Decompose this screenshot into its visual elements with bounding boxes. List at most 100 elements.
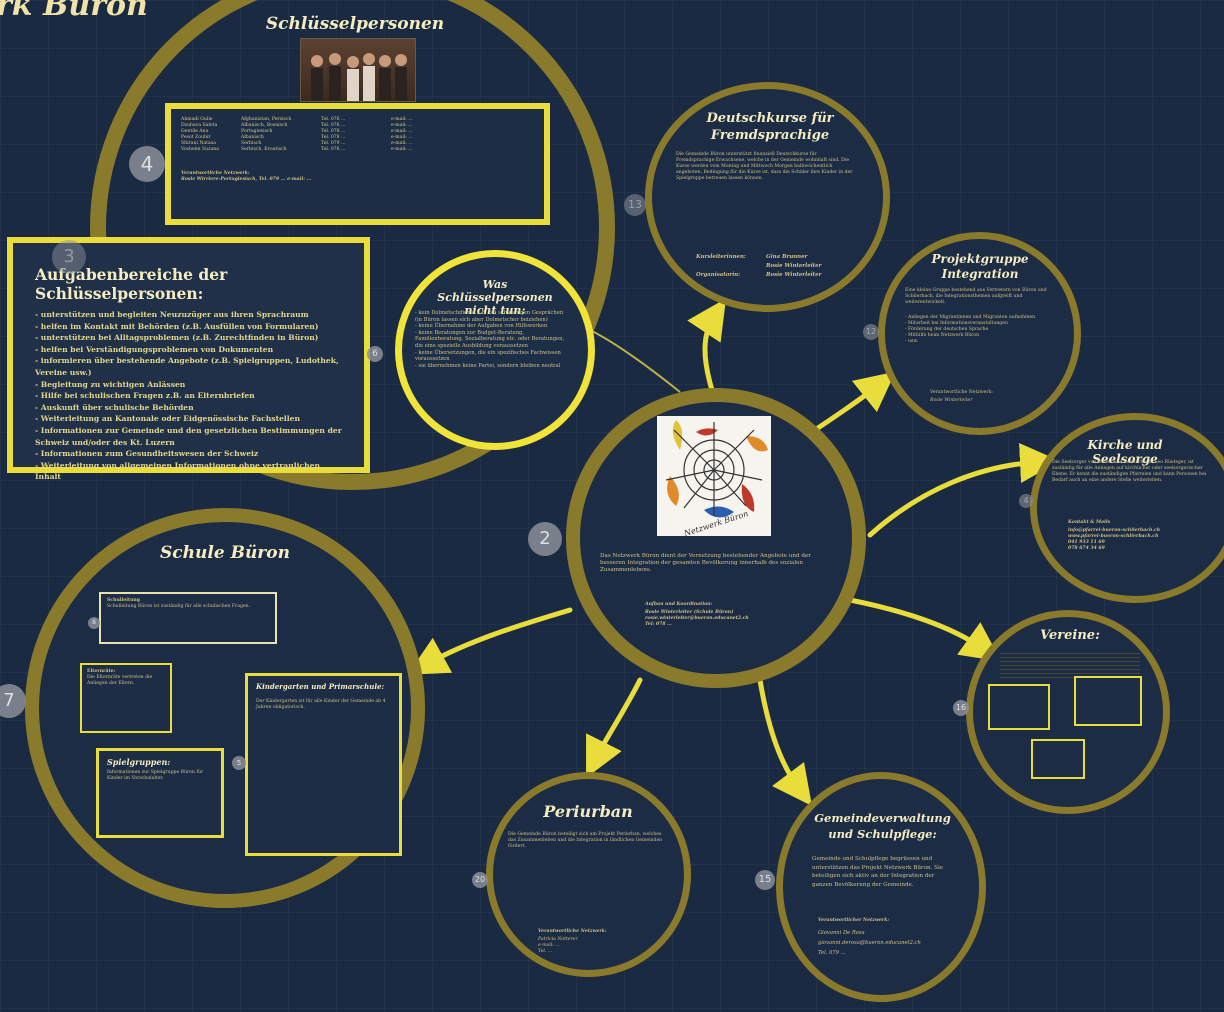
schluesselpersonen-title: Schlüsselpersonen bbox=[265, 14, 445, 34]
contact-cell: Tel. 076 ... bbox=[321, 147, 346, 152]
aufgaben-item: - Weiterleitung von allgemeinen Informat… bbox=[35, 460, 320, 482]
aufgaben-item: - helfen bei Verständigungsproblemen von… bbox=[35, 344, 274, 354]
kindergarten-title: Kindergarten und Primarschule: bbox=[256, 682, 385, 691]
contact-cell: Portugiesisch bbox=[241, 129, 273, 134]
step-number[interactable]: 15 bbox=[755, 870, 775, 890]
frame-projektgruppe[interactable] bbox=[878, 232, 1081, 435]
gemeinde-footer-line: Tel. 079 ... bbox=[818, 950, 846, 956]
center-footer-line: Tel: 078 ... bbox=[645, 622, 672, 627]
elternraete-box[interactable]: Elternräte: Die Elternräte vertreten die… bbox=[80, 663, 172, 733]
aufgaben-item: - informieren über bestehende Angebote (… bbox=[35, 356, 339, 377]
contact-cell: Ahmadi Gulie bbox=[181, 117, 213, 122]
periurban-footer-line: Patricia Notterer bbox=[538, 937, 578, 942]
arrow-to-kirche bbox=[867, 443, 1060, 538]
projektgruppe-item: - Mitarbeit bei Informationsveranstaltun… bbox=[905, 321, 1008, 326]
center-body: Das Netzwerk Büron dient der Vernetzung … bbox=[600, 553, 811, 574]
arrow-to-periurban bbox=[586, 677, 643, 778]
step-number[interactable]: 13 bbox=[624, 194, 646, 216]
projektgruppe-item: - Mithilfe beim Netzwerk Büron bbox=[905, 333, 980, 338]
aufgaben-item: - Auskunft über schulische Behörden bbox=[35, 402, 194, 412]
kirche-body: Die Seelsorger von Büron und Schlierbach… bbox=[1052, 460, 1207, 483]
projektgruppe-item: - Förderung der deutschen Sprache bbox=[905, 327, 989, 332]
arrow-to-vereine bbox=[847, 597, 1002, 662]
schulleitung-title: Schulleitung bbox=[107, 598, 140, 603]
step-number[interactable]: 4 bbox=[129, 146, 165, 182]
step-number[interactable]: 4 bbox=[1019, 494, 1033, 508]
projektgruppe-title: Projektgruppe Integration bbox=[931, 252, 1029, 281]
contact-cell: Tel. 078 ... bbox=[321, 129, 346, 134]
kirche-contact-line: info@pfarrei-bueron-schlierbach.ch bbox=[1068, 528, 1161, 533]
deutschkurse-cell: Kursleiterinnen: bbox=[696, 254, 746, 260]
periurban-body: Die Gemeinde Büron beteiligt sich am Pro… bbox=[508, 832, 663, 849]
frame-deutschkurse[interactable] bbox=[645, 82, 890, 312]
kindergarten-body: Der Kindergarten ist für alle Kinder der… bbox=[256, 699, 386, 710]
periurban-footer-label: Verantwortliche Netzwerk: bbox=[538, 929, 607, 934]
step-number[interactable]: 3 bbox=[52, 240, 86, 274]
schulleitung-box[interactable]: Schulleitung Schulleitung Büron ist zust… bbox=[99, 592, 277, 644]
gemeinde-body: Gemeinde und Schulpflege begrüssen und u… bbox=[812, 856, 944, 888]
step-number[interactable]: 8 bbox=[88, 617, 100, 629]
nicht-tun-item: - sie übernehmen keine Partei, sondern b… bbox=[415, 362, 561, 369]
spielgruppen-box[interactable]: Spielgruppen: Informationen zur Spielgru… bbox=[96, 748, 224, 838]
contact-cell: Tel. 076 ... bbox=[321, 123, 346, 128]
contact-cell: e-mail: ... bbox=[391, 147, 413, 152]
aufgaben-box[interactable]: Aufgabenbereiche der Schlüsselpersonen: … bbox=[7, 237, 370, 481]
projektgruppe-item: - Anliegen der Migrantinnen und Migrante… bbox=[905, 315, 1036, 320]
contact-cell: Albanisch, Bosnisch bbox=[241, 123, 288, 128]
deutschkurse-cell: Rosie Winterleiter bbox=[766, 263, 822, 269]
projektgruppe-body: Eine kleine Gruppe bestehend aus Vertret… bbox=[905, 288, 1047, 305]
projektgruppe-list: - Anliegen der Migrantinnen und Migrante… bbox=[905, 315, 1055, 345]
kindergarten-box[interactable]: Kindergarten und Primarschule: Der Kinde… bbox=[245, 673, 402, 856]
nicht-tun-item: - kein Dolmetschdienst z.B. bei schwieri… bbox=[415, 310, 564, 323]
contact-cell: Vosheim Suzana bbox=[181, 147, 219, 152]
kirche-contact-line: 041 933 11 69 bbox=[1068, 540, 1105, 545]
step-number[interactable]: 6 bbox=[367, 346, 383, 362]
step-number[interactable]: 2 bbox=[528, 522, 562, 556]
deutschkurse-cell: Organisatorin: bbox=[696, 272, 741, 278]
step-number[interactable]: 12 bbox=[863, 324, 879, 340]
deutschkurse-title: Deutschkurse für Fremdsprachige bbox=[706, 111, 834, 143]
vereine-box-2[interactable] bbox=[1074, 676, 1142, 726]
contact-cell: Shirani Natasa bbox=[181, 141, 216, 146]
arrow-to-gemeinde bbox=[757, 677, 812, 807]
vereine-box-3[interactable] bbox=[1031, 739, 1085, 779]
aufgaben-list: - unterstützen und begleiten Neuzuzüger … bbox=[35, 309, 346, 483]
step-number[interactable]: 20 bbox=[472, 872, 488, 888]
frame-periurban[interactable] bbox=[486, 772, 691, 977]
spielgruppen-body: Informationen zur Spielgruppe Büron für … bbox=[107, 770, 204, 781]
page-title: rk Büron bbox=[0, 0, 148, 23]
vereine-title: Vereine: bbox=[1040, 628, 1100, 643]
group-photo-image bbox=[300, 38, 416, 102]
projektgruppe-footer-value: Rosie Winterleiter bbox=[930, 398, 973, 403]
vereine-intro bbox=[1000, 650, 1140, 678]
contact-cell: Gentile Ana bbox=[181, 129, 209, 134]
aufgaben-item: - helfen im Kontakt mit Behörden (z.B. A… bbox=[35, 321, 319, 331]
netzwerk-logo: Netzwerk Büron bbox=[657, 416, 771, 539]
step-number[interactable]: 5 bbox=[232, 756, 246, 770]
frame-gemeinde[interactable] bbox=[776, 772, 986, 1002]
step-number[interactable]: 16 bbox=[953, 700, 969, 716]
vereine-box-1[interactable] bbox=[988, 684, 1050, 730]
deutschkurse-cell: Rosie Winterleiter bbox=[766, 272, 822, 278]
contact-cell: e-mail: ... bbox=[391, 135, 413, 140]
elternraete-body: Die Elternräte vertreten die Anliegen de… bbox=[87, 675, 153, 686]
contact-cell: Tel. 076 ... bbox=[321, 117, 346, 122]
nicht-tun-item: - keine Übernahme der Aufgaben von Hilfs… bbox=[415, 323, 548, 330]
elternraete-title: Elternräte: bbox=[87, 669, 116, 674]
step-number[interactable]: 7 bbox=[0, 684, 26, 718]
frame-nicht-tun[interactable] bbox=[395, 250, 595, 450]
contact-cell: Serbisch bbox=[241, 141, 262, 146]
frame-kirche[interactable] bbox=[1030, 413, 1224, 603]
kirche-contact-line: 078 674 34 69 bbox=[1068, 546, 1105, 551]
link-to-nicht-tun bbox=[589, 329, 681, 393]
contact-cell: e-mail: ... bbox=[391, 117, 413, 122]
schule-title: Schule Büron bbox=[160, 543, 290, 563]
kirche-contact-label: Kontakt & Mails bbox=[1068, 520, 1111, 525]
aufgaben-item: - unterstützen bei Alltagsproblemen (z.B… bbox=[35, 333, 319, 343]
